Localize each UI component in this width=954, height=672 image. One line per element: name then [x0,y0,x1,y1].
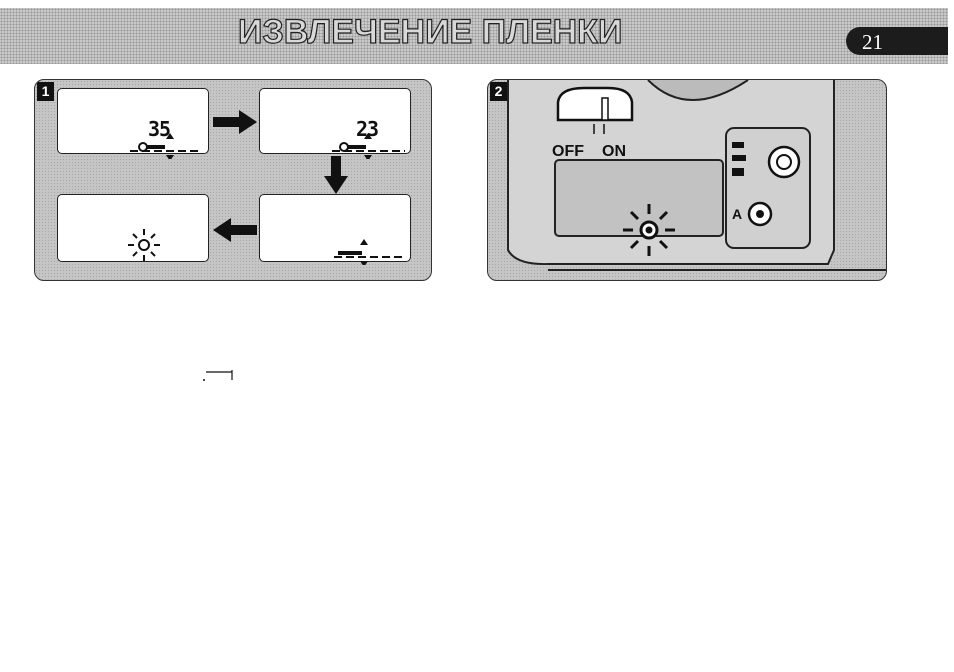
page-number: 21 [862,30,883,55]
film-rewind-icon [260,89,410,159]
film-cartridge-icon [58,89,208,159]
lcd-display-3 [259,194,411,262]
arrow-left-icon [213,218,257,242]
illustration-panel-1: 1 35 23 [34,79,432,281]
illustration-panel-2: 2 OFF ON A [487,79,887,281]
power-switch-off-label: OFF [552,143,584,161]
page-title: ИЗВЛЕЧЕНИЕ ПЛЕНКИ [238,13,622,52]
blinking-cartridge-icon [58,195,208,265]
arrow-down-icon [324,156,348,194]
lcd-display-2: 23 [259,88,411,154]
step-number-1: 1 [37,82,54,101]
camera-back-illustration [488,80,886,280]
bracket-mark [202,368,238,382]
flash-mode-label: A [732,206,742,222]
lcd-display-4 [57,194,209,262]
film-indicator-icon [260,195,410,265]
power-switch-on-label: ON [602,143,626,161]
arrow-right-icon [213,110,257,134]
lcd-display-1: 35 [57,88,209,154]
